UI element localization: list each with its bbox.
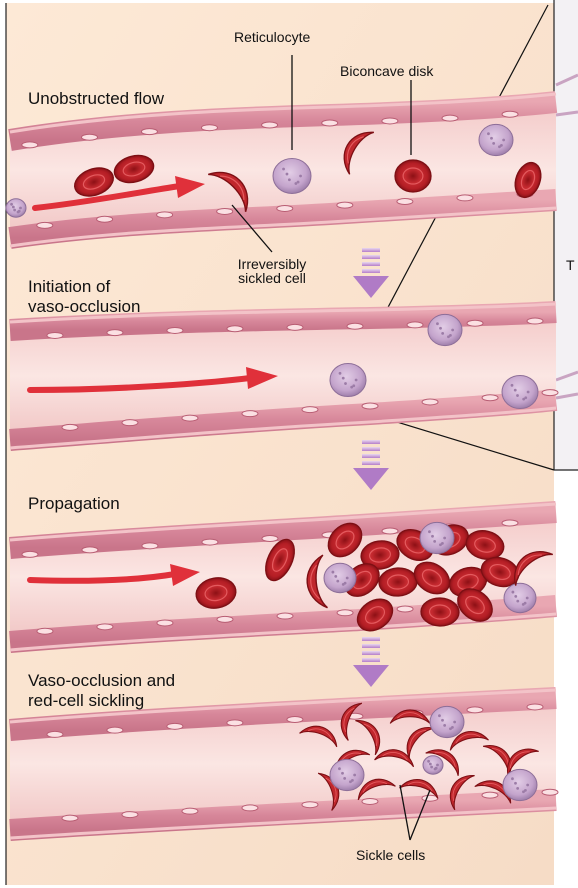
red-blood-cell: [421, 597, 460, 626]
reticulocyte: [324, 563, 356, 592]
stage-4-title-line1: Vaso-occlusion and: [28, 672, 175, 690]
reticulocyte: [6, 199, 26, 217]
stage-4-title-line2: red-cell sickling: [28, 692, 144, 710]
stage-2-title-line1: Initiation of: [28, 278, 110, 296]
stage-2-title-line2: vaso-occlusion: [28, 298, 140, 316]
reticulocyte: [502, 375, 538, 408]
reticulocyte: [503, 769, 537, 800]
biconcave-disk-label: Biconcave disk: [340, 64, 433, 79]
stage-3-title: Propagation: [28, 495, 120, 513]
inset-cutoff-text: T: [566, 258, 575, 273]
reticulocyte-label: Reticulocyte: [234, 30, 310, 45]
biconcave-disk-callout-target: [395, 160, 431, 192]
reticulocyte-callout-target: [273, 159, 311, 194]
irreversibly-sickled-cell-label-line2: sickled cell: [212, 271, 332, 286]
stage-1-title: Unobstructed flow: [28, 90, 164, 108]
reticulocyte: [330, 759, 364, 790]
inset-panel: [554, 0, 578, 470]
reticulocyte: [479, 124, 513, 155]
reticulocyte: [430, 706, 464, 737]
sickle-cells-label: Sickle cells: [356, 848, 425, 863]
reticulocyte: [420, 522, 454, 553]
reticulocyte: [504, 583, 536, 612]
reticulocyte: [423, 756, 443, 774]
adhering-reticulocyte: [330, 363, 366, 396]
reticulocyte: [428, 314, 462, 345]
